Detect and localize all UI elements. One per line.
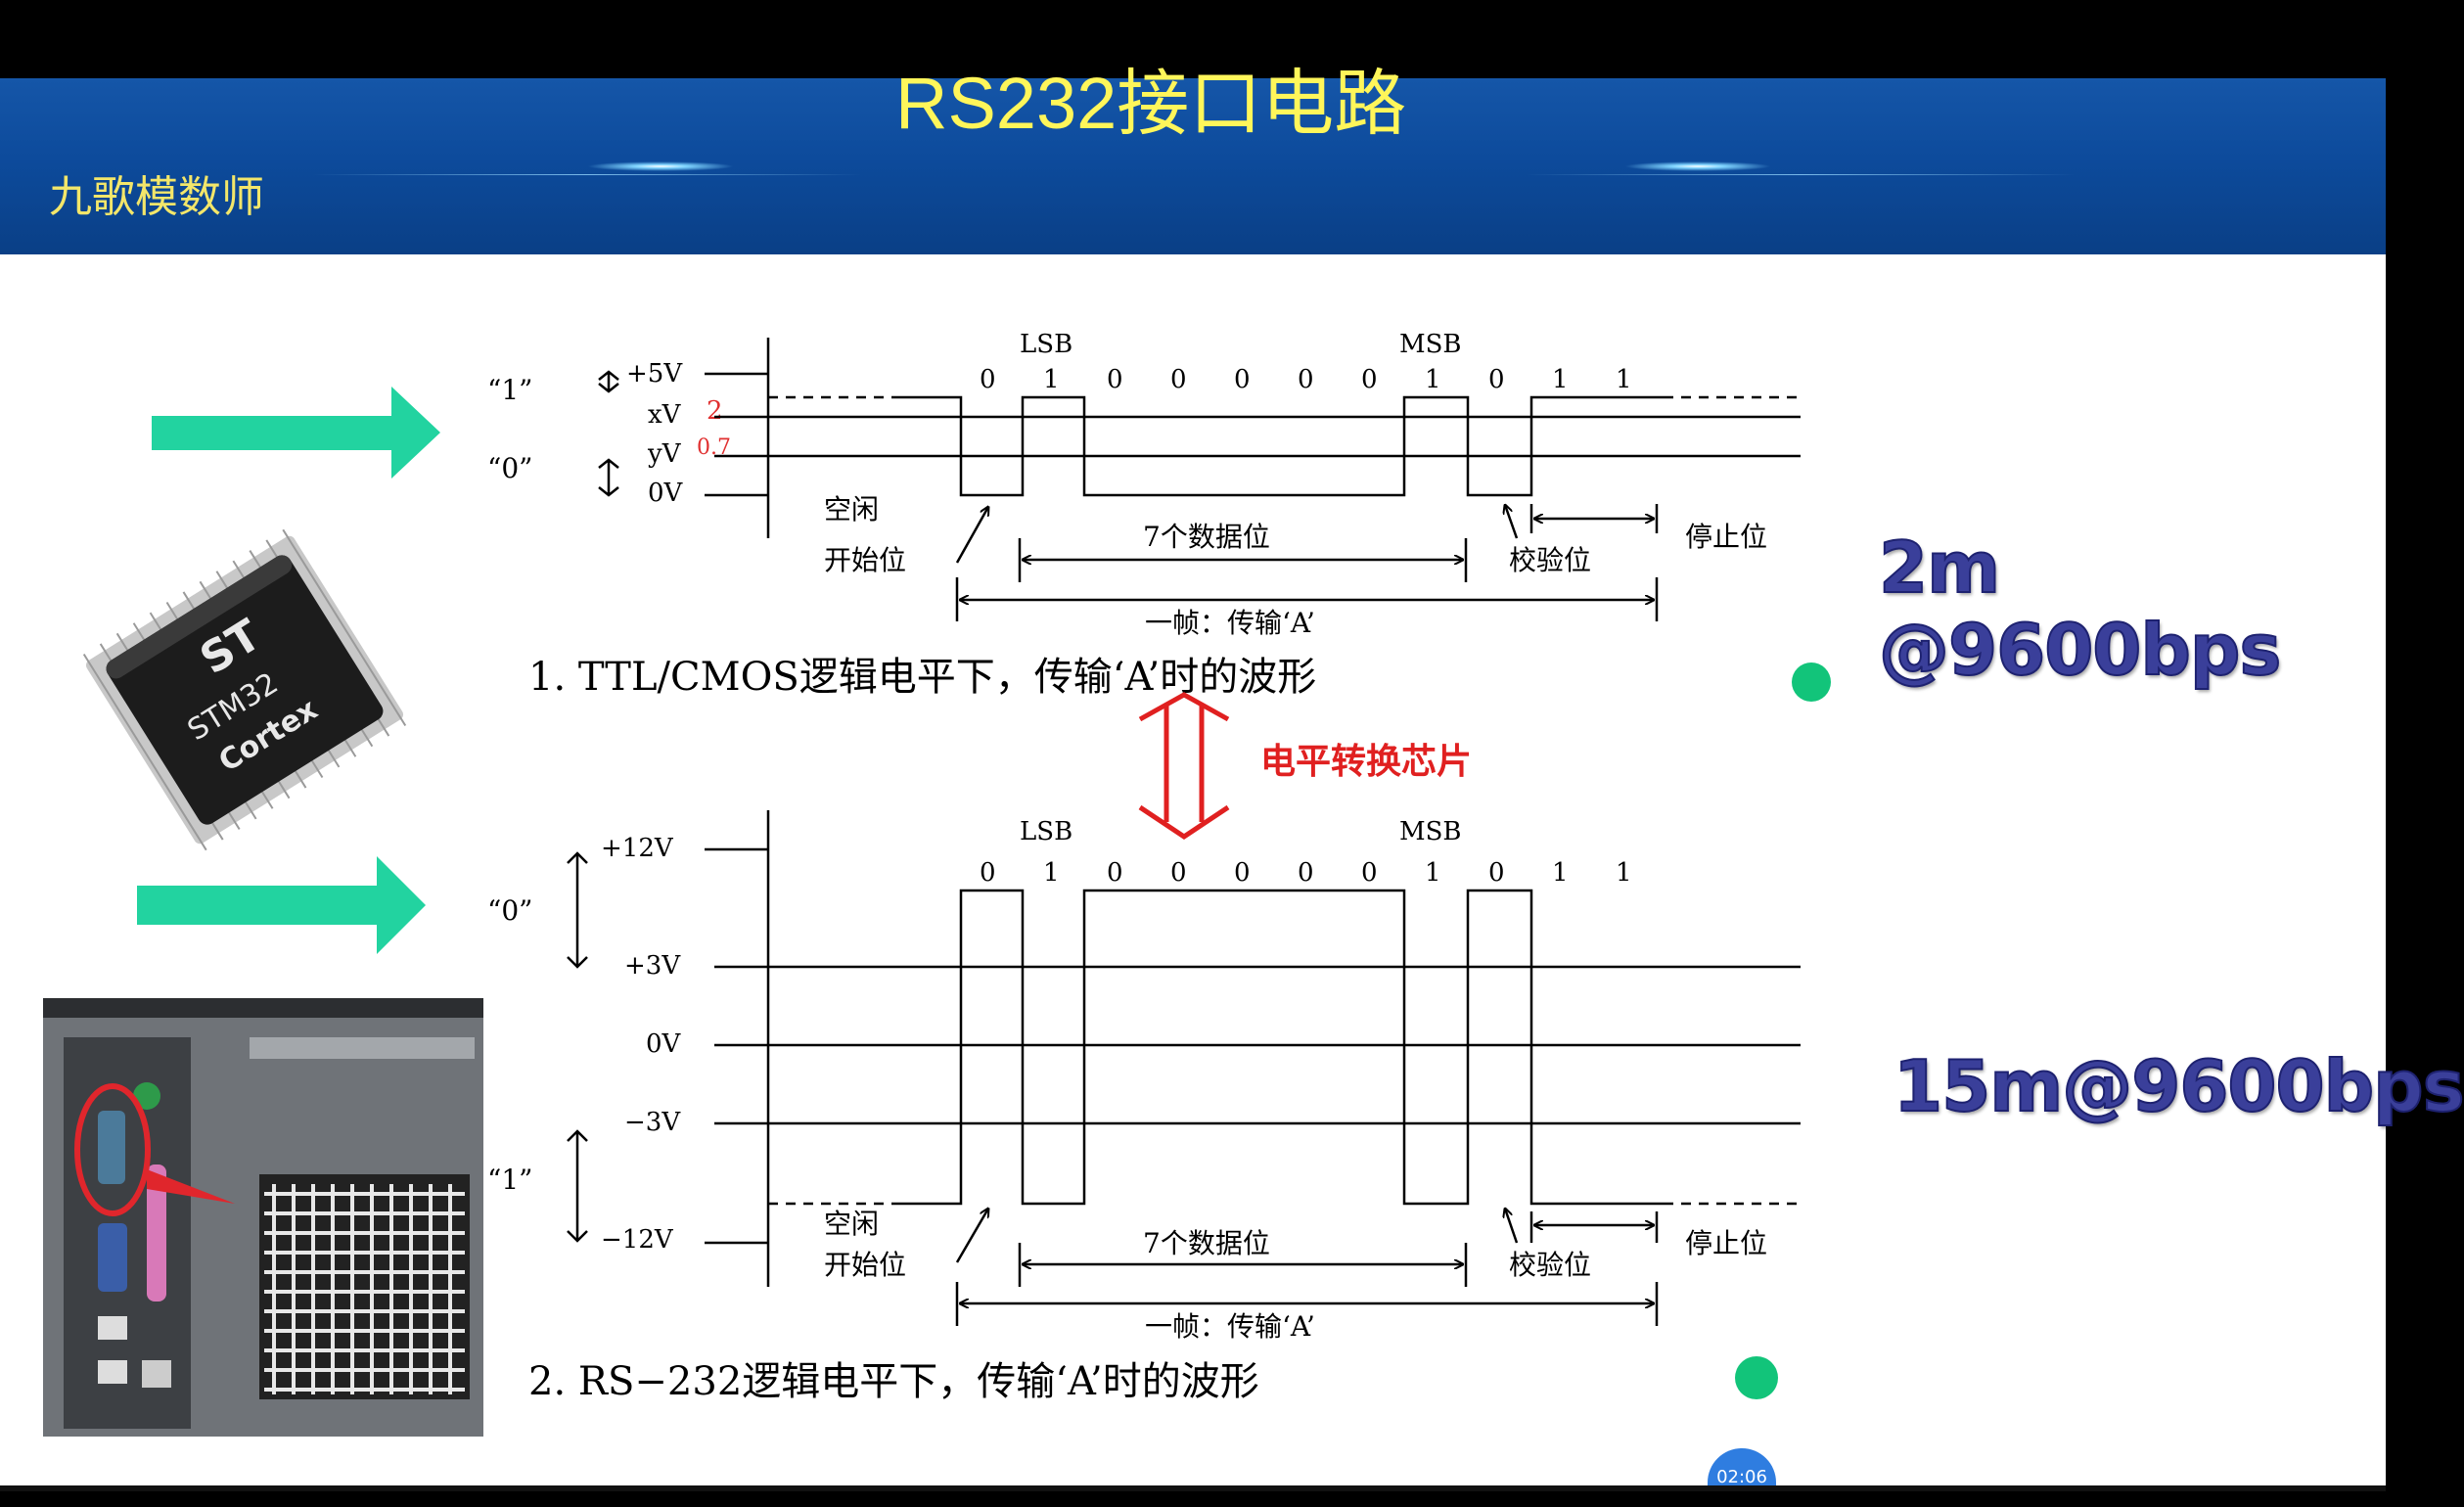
ttl-start-bit-label: 开始位 (824, 544, 906, 576)
ttl-parity-bit-label: 校验位 (1509, 544, 1591, 576)
video-time-badge[interactable]: 02:06 (1708, 1448, 1776, 1491)
ttl-bit: 0 (980, 365, 996, 394)
slide-canvas: ST STM32 Cortex (43, 330, 1831, 1437)
rs232-idle-label: 空闲 (824, 1208, 879, 1240)
rs232-start-bit-label: 开始位 (824, 1249, 906, 1281)
ttl-bit: 1 (1043, 365, 1060, 394)
ttl-lsb-label: LSB (1020, 330, 1072, 359)
rs232-waveform-labels: “0” “1” +12V +3V 0V −3V −12V (487, 834, 682, 1255)
banner-glow-right (1624, 161, 1771, 171)
rs232-bit: 0 (980, 858, 996, 888)
ttl-waveform-lines (598, 338, 1801, 621)
rs232-msb-label: MSB (1399, 817, 1462, 846)
ttl-bit: 0 (1107, 365, 1123, 394)
rs232-bit: 0 (1361, 858, 1378, 888)
banner-glow-left (587, 161, 734, 171)
rs232-stop-bit-label: 停止位 (1685, 1227, 1767, 1259)
rs232-lsb-label: LSB (1020, 817, 1072, 846)
ttl-stop-bit-label: 停止位 (1685, 521, 1767, 553)
rs232-logic-one-label: “1” (487, 1164, 532, 1196)
ttl-label-yv: yV (647, 439, 682, 469)
top-black-bar (0, 0, 2386, 78)
rs232-data-bits-label: 7个数据位 (1143, 1227, 1270, 1259)
rs232-waveform-lines (567, 810, 1801, 1326)
ttl-waveform-text: LSB MSB 0 1 0 0 0 0 0 1 0 1 1 空闲 开始位 7个数… (528, 330, 1767, 700)
ttl-marker-dot (1792, 662, 1831, 702)
rs232-bit: 0 (1170, 858, 1187, 888)
rs232-bit: 0 (1488, 858, 1505, 888)
banner-line-left (313, 174, 861, 175)
ttl-bit: 0 (1361, 365, 1378, 394)
ttl-handwritten-x: 2 (707, 396, 723, 426)
rs232-bit: 1 (1043, 858, 1060, 888)
rs232-zero-arrow (567, 851, 588, 969)
rs232-one-arrow (567, 1129, 588, 1243)
ttl-caption: 1. TTL/CMOS逻辑电平下，传输‘A’时的波形 (528, 655, 1316, 700)
ttl-idle-label: 空闲 (824, 493, 879, 525)
title-banner: 九歌模数师 (0, 78, 2386, 254)
banner-line-right (1527, 174, 2075, 175)
ttl-label-plus5v: +5V (626, 359, 683, 388)
rs232-marker-dot (1735, 1356, 1778, 1399)
ttl-one-arrow (598, 370, 619, 393)
ttl-data-bits-label: 7个数据位 (1143, 521, 1270, 553)
slide-title: RS232接口电路 (895, 63, 1407, 144)
rs232-label-plus3v: +3V (624, 951, 681, 981)
ttl-msb-label: MSB (1399, 330, 1462, 359)
slide-body: ST STM32 Cortex (0, 254, 2386, 1491)
rs232-bit: 1 (1425, 858, 1441, 888)
ttl-logic-zero-label: “0” (487, 452, 532, 484)
ttl-bit: 0 (1170, 365, 1187, 394)
ttl-label-xv: xV (648, 400, 682, 430)
rs232-label-plus12v: +12V (601, 834, 674, 863)
ttl-bit: 0 (1298, 365, 1314, 394)
rs232-frame-label: 一帧：传输‘A’ (1145, 1310, 1315, 1343)
ttl-logic-one-label: “1” (487, 374, 532, 406)
converter-label: 电平转换芯片 (1260, 742, 1472, 782)
bottom-bar (0, 1485, 2386, 1491)
spec-ttl-distance: 2m @9600bps (1878, 525, 2282, 692)
rs232-logic-zero-label: “0” (487, 894, 532, 927)
rs232-bit: 1 (1552, 858, 1569, 888)
green-arrow-rs232 (137, 856, 426, 954)
pc-back-panel-image (43, 998, 483, 1437)
green-arrow-ttl (152, 387, 440, 479)
rs232-label-minus3v: −3V (624, 1108, 681, 1137)
ttl-frame-label: 一帧：传输‘A’ (1145, 607, 1315, 639)
ttl-waveform-diagram: “1” “0” +5V xV yV 0V 2 0.7 (487, 359, 731, 508)
ttl-bit: 0 (1234, 365, 1251, 394)
rs232-bit: 0 (1234, 858, 1251, 888)
ttl-bit: 1 (1616, 365, 1632, 394)
ttl-label-0v: 0V (648, 479, 684, 508)
rs232-label-minus12v: −12V (601, 1225, 674, 1255)
converter-double-arrow (1138, 692, 1230, 841)
ttl-bit: 0 (1488, 365, 1505, 394)
rs232-waveform-text: LSB MSB 0 1 0 0 0 0 0 1 0 1 1 空闲 开始位 7个数… (528, 817, 1767, 1404)
ttl-bit: 1 (1425, 365, 1441, 394)
rs232-label-0v: 0V (646, 1029, 682, 1059)
spec-rs232-distance: 15m@9600bps (1893, 1044, 2464, 1128)
rs232-bit: 0 (1107, 858, 1123, 888)
rs232-parity-bit-label: 校验位 (1509, 1249, 1591, 1281)
rs232-bit: 0 (1298, 858, 1314, 888)
ttl-bit: 1 (1552, 365, 1569, 394)
brand-name: 九歌模数师 (49, 172, 264, 222)
stm32-chip-image: ST STM32 Cortex (82, 528, 407, 851)
ttl-zero-arrow (598, 458, 619, 497)
rs232-caption: 2. RS−232逻辑电平下，传输‘A’时的波形 (528, 1359, 1259, 1404)
rs232-bit: 1 (1616, 858, 1632, 888)
